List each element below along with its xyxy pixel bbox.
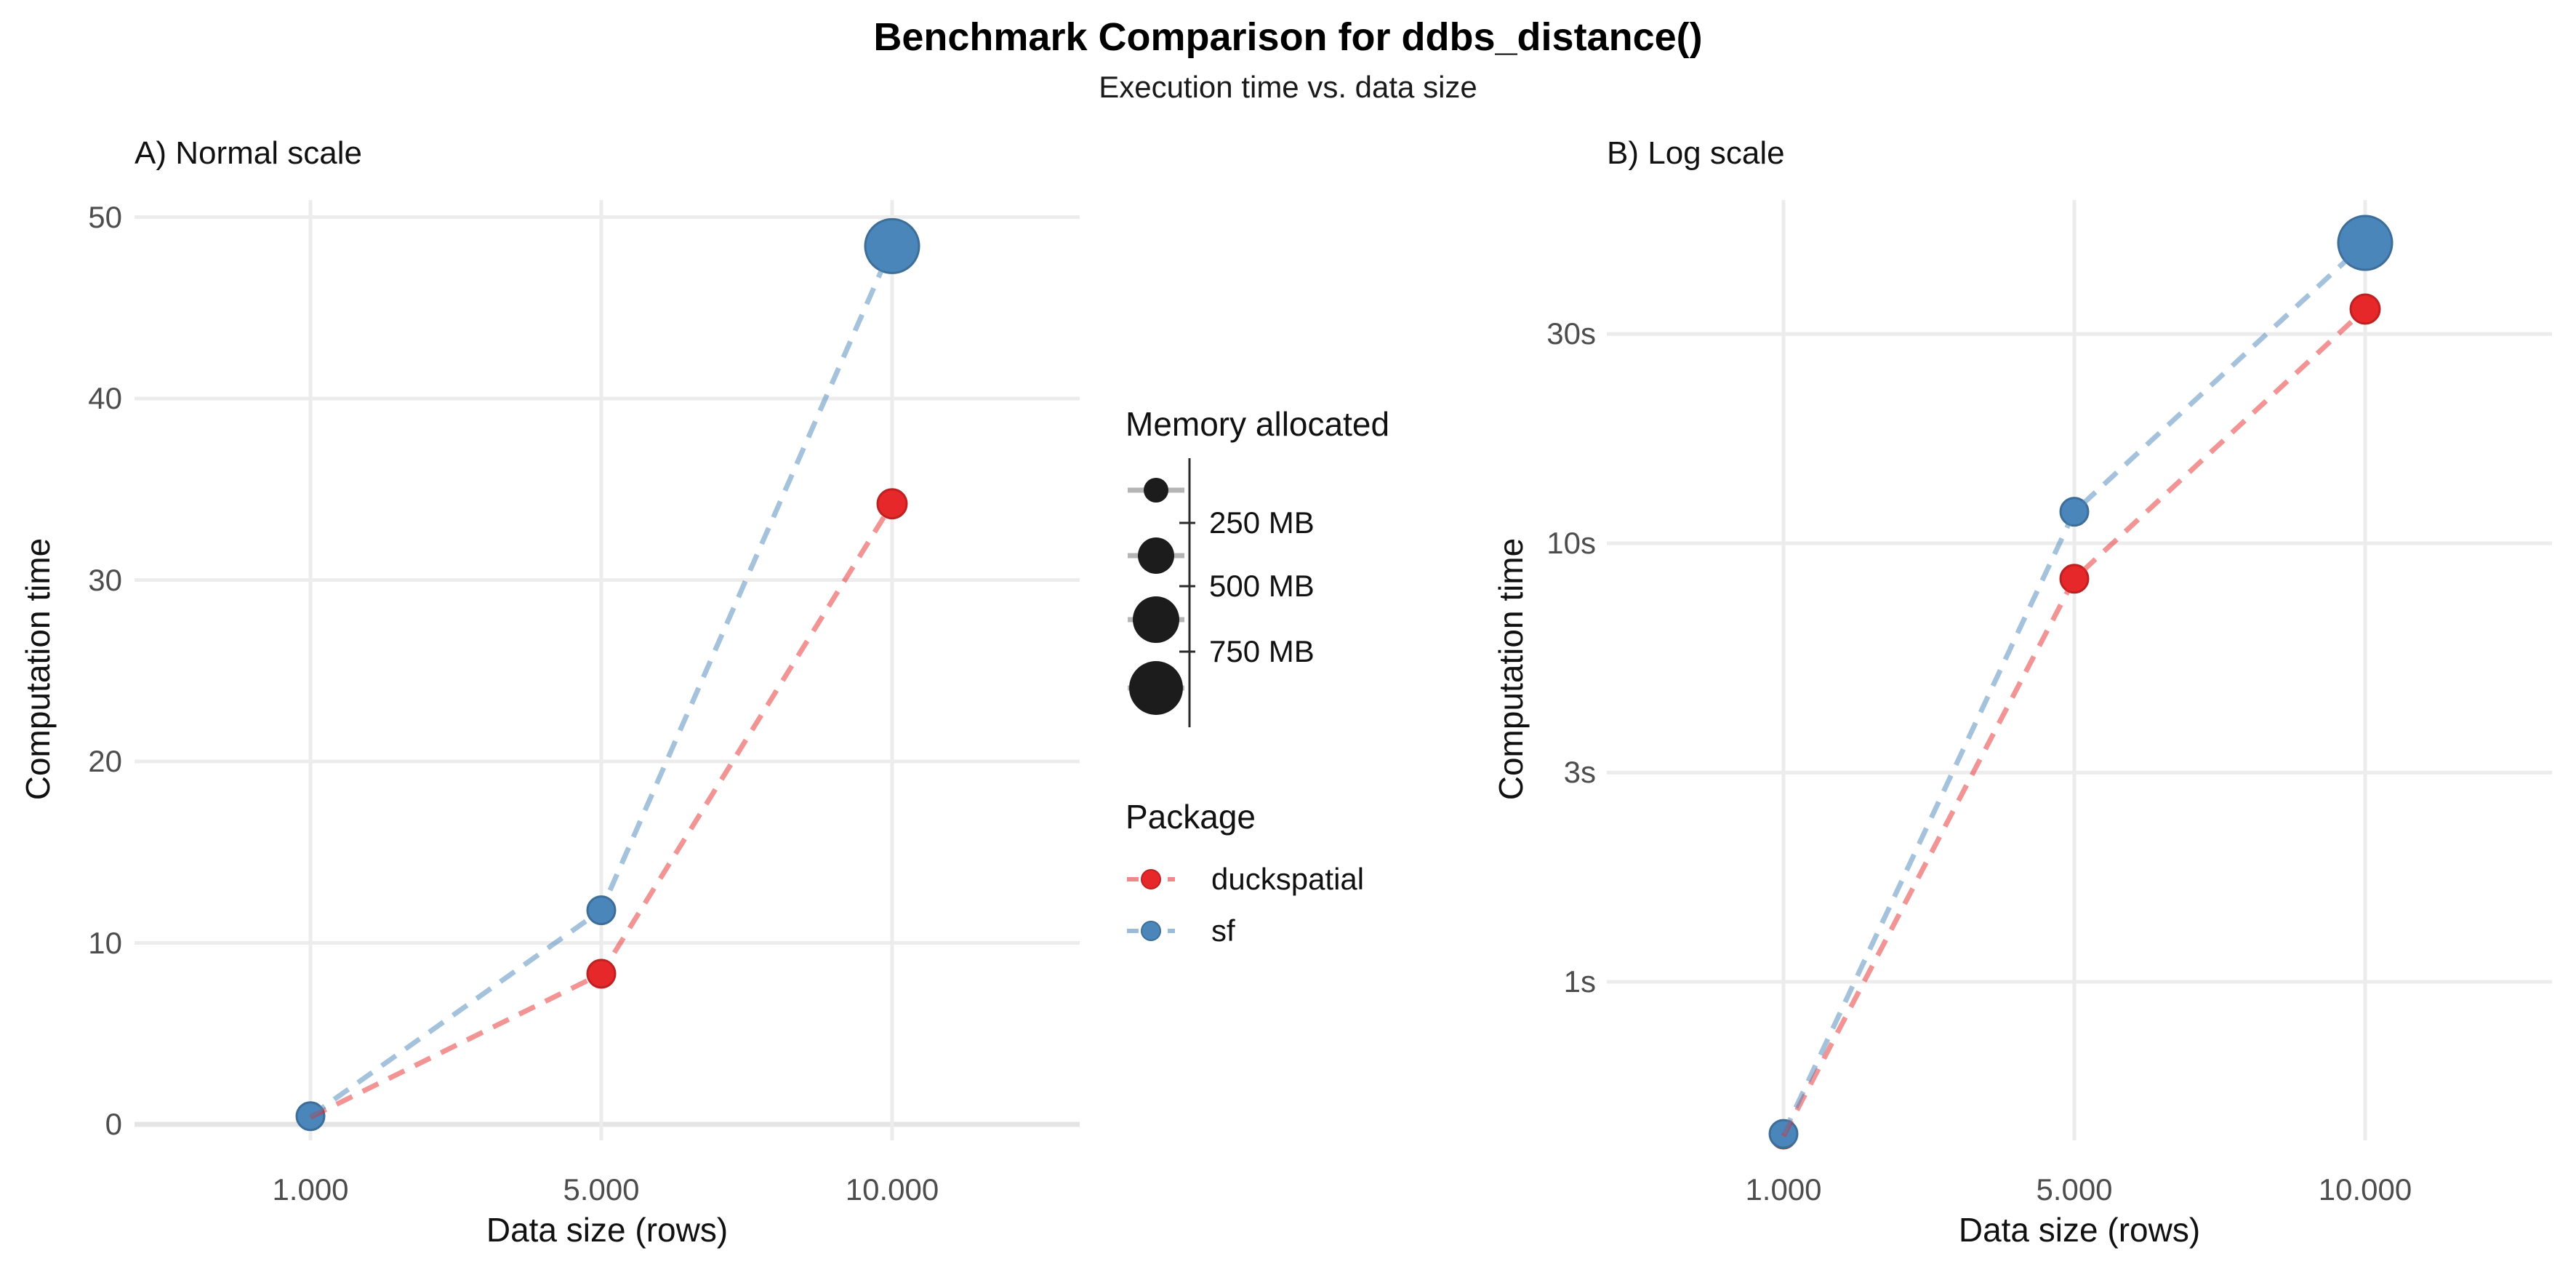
- data-point-duckspatial: [2059, 564, 2090, 594]
- x-tick-label: 10.000: [2318, 1172, 2412, 1207]
- memory-legend-bin-circle: [1138, 537, 1174, 574]
- y-tick-label: 0: [105, 1107, 122, 1141]
- panel-b-title: B) Log scale: [1607, 135, 1785, 171]
- panel-b-x-axis-title: Data size (rows): [1958, 1211, 2201, 1249]
- data-point-sf: [2059, 497, 2090, 527]
- memory-legend-label-750: 750 MB: [1209, 634, 1315, 668]
- package-legend-key-dot-sf: [1141, 921, 1161, 941]
- panel-a-x-axis-title: Data size (rows): [486, 1211, 729, 1249]
- x-tick-label: 5.000: [2036, 1172, 2113, 1207]
- figure-title: Benchmark Comparison for ddbs_distance(): [873, 15, 1703, 59]
- memory-legend-bin-circle: [1144, 478, 1168, 503]
- y-tick-label: 30: [88, 562, 122, 597]
- memory-legend-bin-circle: [1129, 661, 1183, 715]
- memory-legend-bin-circle: [1133, 596, 1179, 643]
- y-tick-label: 1s: [1563, 964, 1596, 999]
- x-tick-label: 5.000: [563, 1172, 640, 1207]
- x-tick-label: 10.000: [845, 1172, 939, 1207]
- memory-legend-label-500: 500 MB: [1209, 569, 1315, 603]
- x-tick-label: 1.000: [272, 1172, 349, 1207]
- package-legend-key-dot-duckspatial: [1141, 869, 1161, 889]
- figure-subtitle: Execution time vs. data size: [1099, 70, 1477, 104]
- package-legend-title: Package: [1126, 798, 1256, 836]
- y-tick-label: 10s: [1546, 526, 1596, 560]
- y-tick-label: 3s: [1563, 755, 1596, 790]
- y-tick-label: 20: [88, 744, 122, 778]
- trend-line-sf: [308, 245, 895, 1119]
- package-legend-label-sf: sf: [1211, 913, 1235, 948]
- memory-legend-title: Memory allocated: [1126, 405, 1390, 443]
- panel-a-title: A) Normal scale: [135, 135, 362, 171]
- trend-line-duckspatial: [1781, 307, 2367, 1137]
- trend-line-duckspatial: [309, 502, 894, 1120]
- y-tick-label: 50: [88, 199, 122, 234]
- package-legend-label-duckspatial: duckspatial: [1211, 862, 1365, 896]
- y-tick-label: 40: [88, 381, 122, 415]
- memory-legend-label-250: 250 MB: [1209, 505, 1315, 540]
- x-tick-label: 1.000: [1745, 1172, 1822, 1207]
- y-tick-label: 10: [88, 925, 122, 960]
- y-tick-label: 30s: [1546, 316, 1596, 351]
